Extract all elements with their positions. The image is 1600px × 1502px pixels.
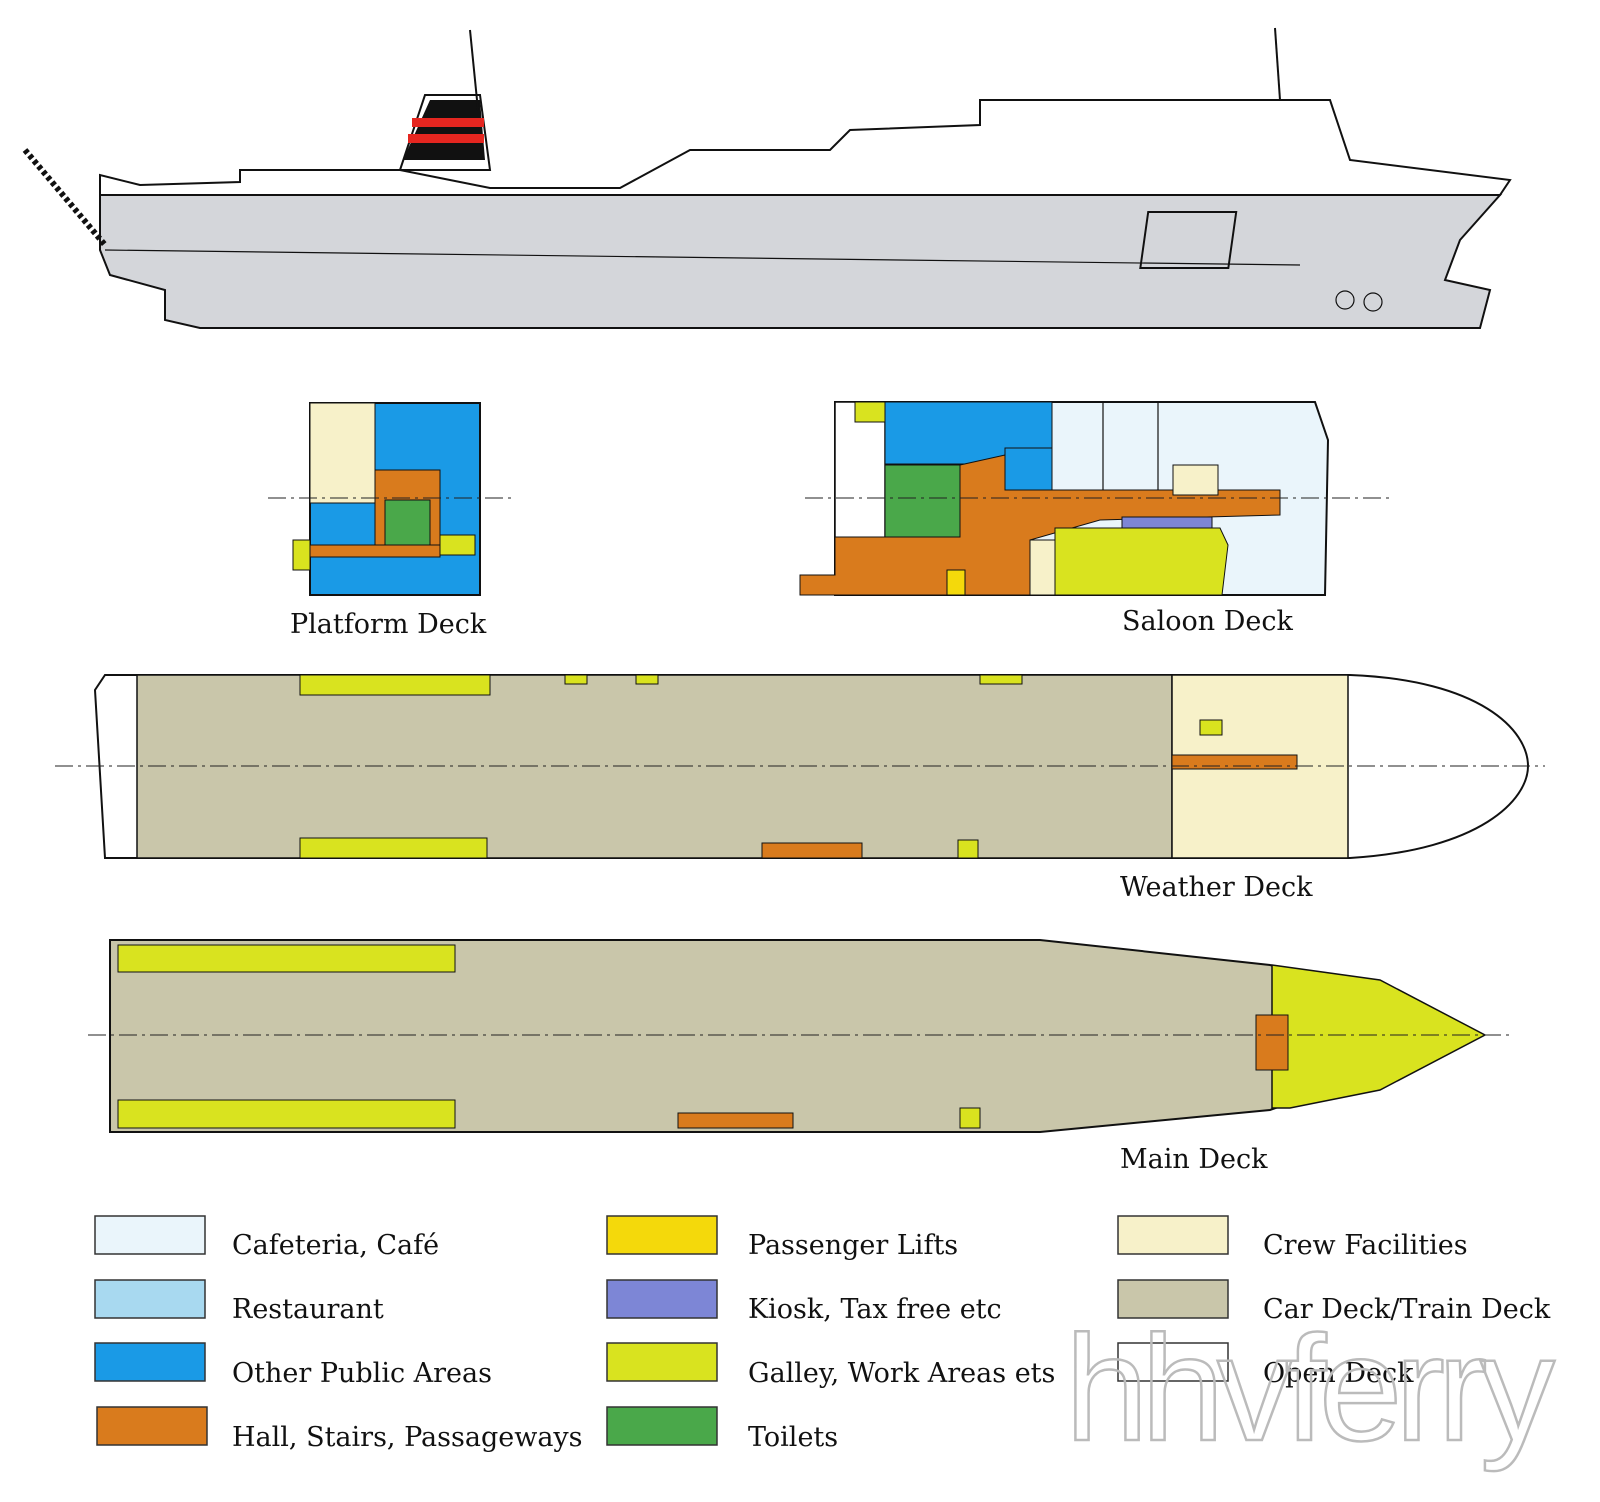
legend-item-car-deck: Car Deck/Train Deck (1117, 1279, 1551, 1325)
svg-text:Kiosk, Tax free etc: Kiosk, Tax free etc (748, 1294, 1002, 1325)
svg-text:Open Deck: Open Deck (1263, 1358, 1414, 1389)
legend-item-open-deck: Open Deck (1117, 1342, 1414, 1389)
bow-thruster (1335, 290, 1355, 310)
legend-item-cafeteria: Cafeteria, Café (94, 1215, 439, 1261)
legend-item-crew: Crew Facilities (1117, 1215, 1468, 1261)
legend-item-other-public: Other Public Areas (94, 1342, 492, 1389)
legend: Cafeteria, Café Restaurant Other Public … (94, 1215, 1551, 1453)
funnel (398, 29, 492, 171)
legend-item-hall-stairs: Hall, Stairs, Passageways (96, 1406, 583, 1453)
legend-item-kiosk: Kiosk, Tax free etc (606, 1279, 1002, 1325)
legend-item-galley: Galley, Work Areas ets (606, 1342, 1055, 1389)
weather-deck-label: Weather Deck (1120, 872, 1313, 903)
platform-deck-plan (268, 402, 512, 596)
watermark: hhvferry (1065, 1304, 1555, 1472)
saloon-deck-plan (799, 401, 1390, 596)
svg-text:Crew Facilities: Crew Facilities (1263, 1230, 1468, 1261)
svg-text:Other Public Areas: Other Public Areas (232, 1358, 492, 1389)
svg-text:Galley, Work Areas ets: Galley, Work Areas ets (748, 1358, 1055, 1389)
superstructure (99, 99, 1512, 196)
stern-ramp (22, 148, 108, 247)
platform-deck-label: Platform Deck (290, 609, 487, 640)
bow-thruster (1363, 292, 1383, 312)
svg-text:Car Deck/Train Deck: Car Deck/Train Deck (1263, 1294, 1551, 1325)
svg-text:Passenger Lifts: Passenger Lifts (748, 1230, 958, 1261)
svg-text:Restaurant: Restaurant (232, 1294, 384, 1325)
legend-item-restaurant: Restaurant (94, 1279, 384, 1325)
ship-side-elevation (22, 27, 1512, 329)
svg-text:Cafeteria, Café: Cafeteria, Café (232, 1230, 439, 1261)
legend-item-toilets: Toilets (606, 1406, 838, 1453)
main-deck-label: Main Deck (1120, 1144, 1268, 1175)
svg-text:Hall, Stairs, Passageways: Hall, Stairs, Passageways (232, 1422, 583, 1453)
hull (99, 194, 1503, 329)
bow-door (1139, 211, 1238, 269)
mast (1274, 27, 1281, 101)
legend-item-passenger-lifts: Passenger Lifts (606, 1215, 958, 1261)
waterline (104, 249, 1301, 266)
weather-deck-plan (55, 674, 1545, 859)
svg-text:Toilets: Toilets (748, 1422, 838, 1453)
main-deck-plan (88, 939, 1510, 1133)
saloon-deck-label: Saloon Deck (1122, 606, 1293, 637)
